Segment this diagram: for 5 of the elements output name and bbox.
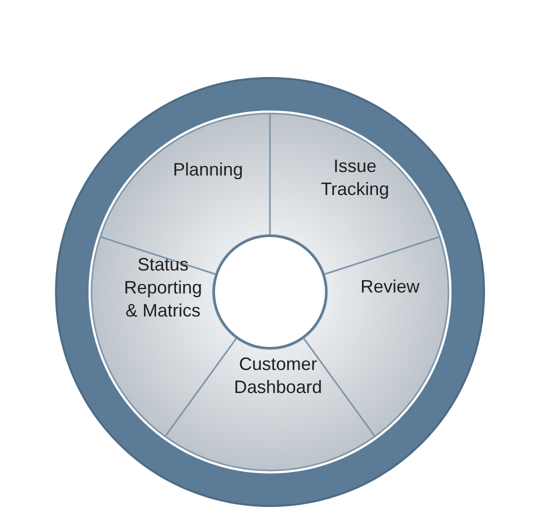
segment-label: Customer Dashboard <box>232 353 324 399</box>
segment-label: Status Reporting & Matrics <box>122 254 204 322</box>
segment-label: Planning <box>172 158 244 182</box>
segment-label: Issue Tracking <box>320 155 390 201</box>
segment-label: Review <box>359 276 421 298</box>
